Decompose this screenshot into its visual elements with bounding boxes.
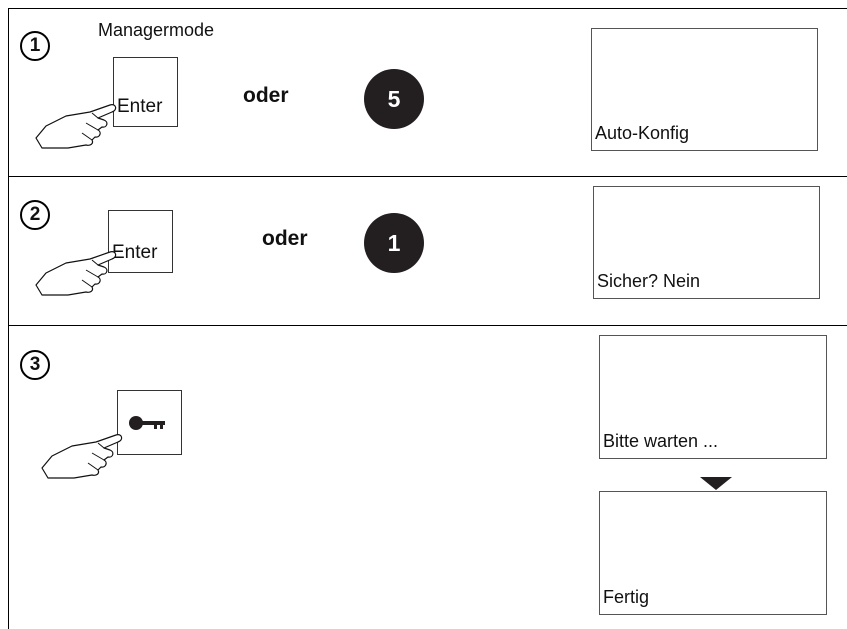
display-text: Auto-Konfig [595,123,690,143]
display-screen: Auto-Konfig [591,28,818,151]
enter-key[interactable]: Enter [108,210,173,273]
arrow-down-icon [700,477,732,490]
number-key-5[interactable]: 5 [364,69,424,129]
number-key-1[interactable]: 1 [364,213,424,273]
enter-key-label: Enter [112,242,158,263]
pointing-hand-icon [35,104,117,149]
display-screen: Sicher? Nein [593,186,820,299]
step-divider [8,325,847,326]
enter-key-label: Enter [117,96,163,117]
step-caption: Managermode [98,20,215,40]
step-number: 2 [20,200,50,230]
instruction-frame [8,8,847,629]
key-icon [129,416,165,430]
or-text: oder [243,84,289,107]
display-screen: Bitte warten ... [599,335,827,459]
pointing-hand-icon [41,434,123,479]
enter-key[interactable]: Enter [113,57,178,127]
step-number: 3 [20,350,50,380]
pointing-hand-icon [35,251,117,296]
or-text: oder [262,227,308,250]
display-text: Bitte warten ... [603,431,719,451]
step-number: 1 [20,31,50,61]
step-divider [8,176,847,177]
key-button[interactable] [117,390,182,455]
display-text: Sicher? Nein [597,271,701,291]
display-text: Fertig [603,587,650,607]
display-screen: Fertig [599,491,827,615]
